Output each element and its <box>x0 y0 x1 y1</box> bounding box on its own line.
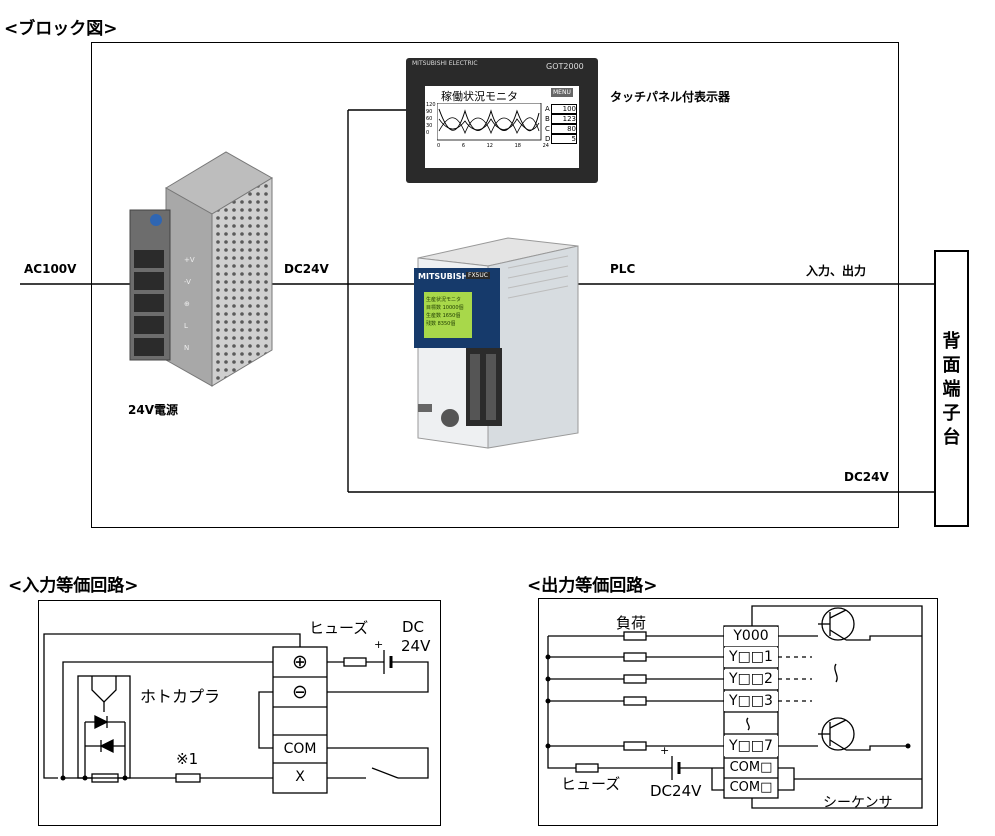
hmi-x-tick: 12 <box>486 143 493 149</box>
minus-terminal: ⊖ <box>292 681 308 703</box>
hmi-y-tick: 90 <box>426 109 433 115</box>
hmi-readout-value: 80 <box>551 124 577 134</box>
output-circuit-title: <出力等価回路> <box>527 576 658 596</box>
dc-label-bottom: DC24V <box>844 470 889 484</box>
output-dc-label: DC24V <box>650 782 702 800</box>
hmi-readout-value: 100 <box>551 104 577 114</box>
plc-lcd-line: 生産状況モニタ <box>426 297 462 303</box>
plc-label: PLC <box>610 262 636 276</box>
com-terminal: COM <box>283 741 317 757</box>
plc-brand: MITSUBISHI <box>418 272 472 281</box>
svg-text:⊕: ⊕ <box>184 300 190 308</box>
note-label: ※1 <box>176 750 199 768</box>
output-circuit-frame <box>538 598 938 826</box>
hmi-x-ticks: 0 6 12 18 24 <box>437 143 549 149</box>
ac-label: AC100V <box>24 262 77 276</box>
input-circuit-title: <入力等価回路> <box>8 576 139 596</box>
hmi-readout-key: A <box>545 105 550 113</box>
load-label: 負荷 <box>616 614 647 632</box>
svg-text:L: L <box>184 322 188 330</box>
output-plus-sign: + <box>660 744 670 757</box>
power-supply-image: +V -V ⊕ L N <box>129 151 273 387</box>
terminal-y000: Y000 <box>724 627 778 646</box>
hmi-screen: 稼働状況モニタ MENU 120 90 60 30 0 0 6 12 18 24… <box>425 86 579 168</box>
plc-model: FX5UC <box>466 272 490 279</box>
plc-lcd: 生産状況モニタ 目標数 10000個 生産数 1650個 残数 8350個 <box>426 296 472 328</box>
svg-text:+V: +V <box>184 256 195 264</box>
hmi-x-tick: 6 <box>461 143 465 149</box>
hmi-y-ticks: 120 90 60 30 0 <box>426 102 436 137</box>
hmi-readout-value: 5 <box>551 134 577 144</box>
terminal-y7: Y□□7 <box>724 736 778 756</box>
plc-lcd-line: 残数 8350個 <box>426 321 456 327</box>
hmi-y-tick: 120 <box>426 102 436 108</box>
photocoupler-label: ホトカプラ <box>140 687 221 706</box>
plc-lcd-line: 生産数 1650個 <box>426 313 461 319</box>
rear-terminal-block: 背 面 端 子 台 <box>934 250 969 527</box>
plus-terminal: ⊕ <box>292 651 308 673</box>
hmi-trend-graph <box>437 103 542 141</box>
terminal-y1: Y□□1 <box>724 648 778 667</box>
input-fuse-label: ヒューズ <box>309 619 369 637</box>
terminal-char: 端 <box>942 379 961 400</box>
touch-panel-image: MITSUBISHI ELECTRIC GOT2000 稼働状況モニタ MENU… <box>406 58 598 183</box>
hmi-menu-button[interactable]: MENU <box>551 88 573 97</box>
touchpanel-label: タッチパネル付表示器 <box>610 90 731 104</box>
terminal-char: 面 <box>942 355 961 376</box>
io-label: 入力、出力 <box>806 264 867 278</box>
input-plus-sign: + <box>374 638 384 651</box>
hmi-readout-key: B <box>545 115 550 123</box>
hmi-screen-title: 稼働状況モニタ <box>441 90 518 103</box>
hmi-readout-key: D <box>545 135 551 143</box>
terminal-char: 子 <box>942 403 961 424</box>
dc-label-left: DC24V <box>284 262 329 276</box>
input-circuit-frame <box>38 600 441 826</box>
terminal-y3: Y□□3 <box>724 692 778 711</box>
x-terminal: X <box>295 769 305 785</box>
plc-lcd-line: 目標数 10000個 <box>426 305 464 311</box>
hmi-model: GOT2000 <box>546 62 584 71</box>
hmi-y-tick: 0 <box>426 130 430 136</box>
hmi-x-tick: 24 <box>542 143 549 149</box>
plc-image: MITSUBISHI FX5UC 生産状況モニタ 目標数 10000個 生産数 … <box>408 228 580 450</box>
plc-body <box>414 237 579 449</box>
hmi-x-tick: 18 <box>514 143 521 149</box>
terminal-block-label: 背 面 端 子 台 <box>936 330 967 450</box>
terminal-com-2: COM□ <box>725 779 777 797</box>
hmi-y-tick: 60 <box>426 116 433 122</box>
terminal-char: 台 <box>942 427 961 448</box>
hmi-x-tick: 0 <box>437 143 441 149</box>
svg-text:-V: -V <box>184 278 191 286</box>
psu-label: 24V電源 <box>128 403 178 417</box>
hmi-readout-value: 123 <box>551 114 577 124</box>
input-dc-label: DC <box>402 618 425 636</box>
sequencer-label: シーケンサ <box>823 795 893 811</box>
hmi-brand: MITSUBISHI ELECTRIC <box>412 60 478 67</box>
block-diagram-title: <ブロック図> <box>4 19 118 39</box>
svg-text:N: N <box>184 344 189 352</box>
block-diagram-frame <box>91 42 899 528</box>
terminal-com-1: COM□ <box>725 759 777 777</box>
hmi-y-tick: 30 <box>426 123 433 129</box>
terminal-char: 背 <box>942 331 961 352</box>
output-fuse-label: ヒューズ <box>561 775 621 793</box>
hmi-readout-key: C <box>545 125 550 133</box>
terminal-y2: Y□□2 <box>724 670 778 689</box>
input-dc-volt: 24V <box>401 637 431 655</box>
